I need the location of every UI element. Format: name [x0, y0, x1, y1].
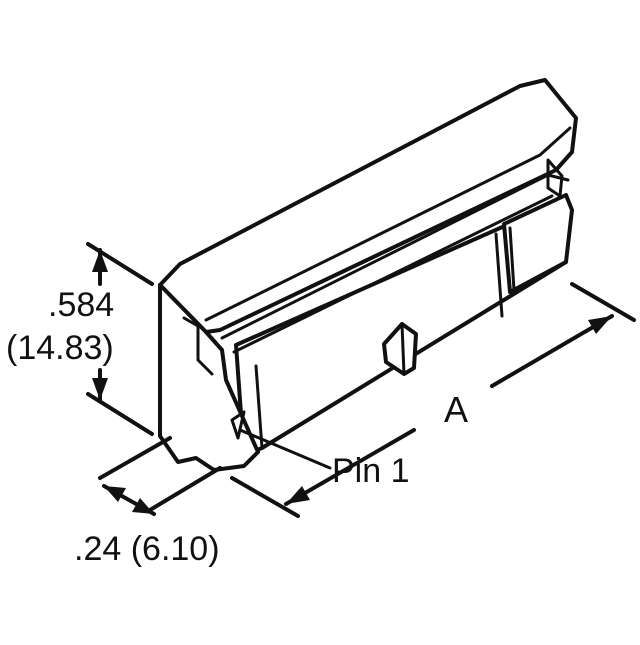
width-label: .24 (6.10)	[74, 530, 220, 568]
height-mm-label: (14.83)	[6, 329, 114, 367]
width-arrow-right	[132, 498, 154, 514]
side-rib-1	[254, 364, 264, 450]
width-arrow-left	[104, 486, 126, 502]
width-ext-right	[148, 466, 222, 512]
width-ext-left	[98, 436, 172, 480]
height-dimension	[86, 242, 154, 436]
cover-ridge	[204, 126, 572, 322]
end-slot	[182, 316, 214, 376]
connector-body	[158, 78, 578, 472]
far-latch	[546, 158, 564, 198]
length-ext-left	[230, 476, 300, 518]
length-ext-right	[570, 282, 636, 322]
height-arrow-up	[92, 250, 108, 272]
pin1-leader-line	[238, 428, 332, 470]
length-arrow-right	[588, 316, 612, 334]
side-rib-2	[494, 232, 504, 318]
length-arrow-left	[286, 486, 310, 504]
pin1-triangle	[230, 410, 246, 440]
side-skirt	[502, 193, 574, 294]
length-line-left	[284, 428, 416, 506]
pin1-label: Pin 1	[332, 452, 410, 490]
height-ext-bottom	[86, 392, 154, 436]
side-rib-3	[508, 226, 516, 292]
latch-rail-lower	[232, 194, 554, 354]
length-dimension	[230, 282, 636, 518]
height-arrow-down	[92, 378, 108, 400]
pin1-leader	[238, 428, 332, 470]
length-line-right	[490, 314, 614, 388]
top-cover	[158, 78, 578, 334]
width-dimension	[98, 436, 222, 516]
key-edge	[400, 322, 406, 376]
length-label: A	[444, 389, 469, 430]
height-inch-label: .584	[48, 286, 115, 324]
